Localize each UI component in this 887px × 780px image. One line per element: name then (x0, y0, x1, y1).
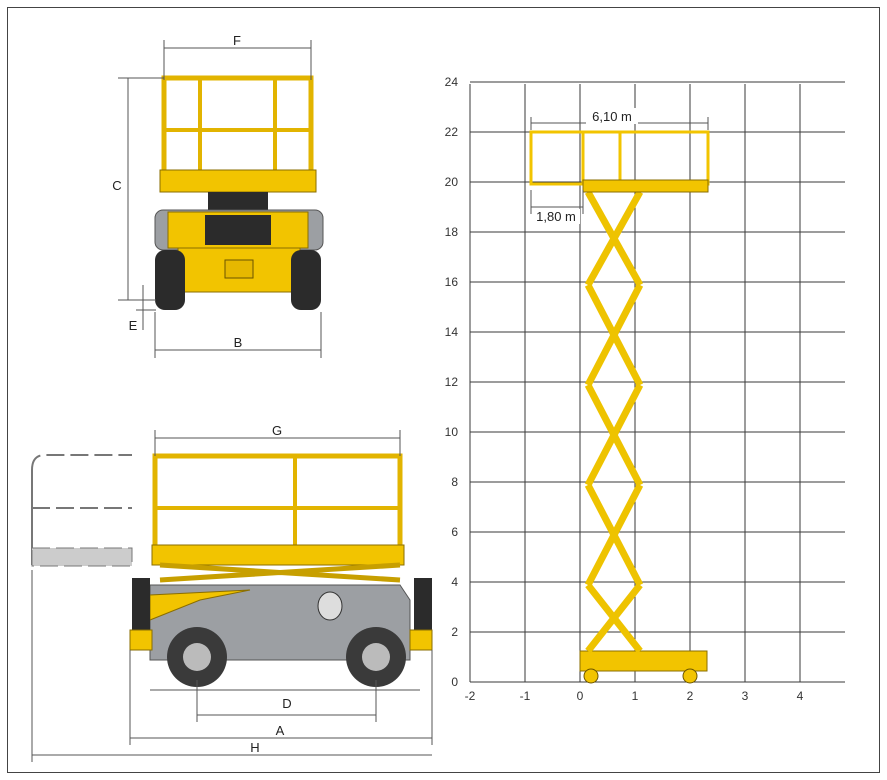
x-tick-label: 2 (687, 689, 694, 703)
y-tick-label: 16 (445, 275, 459, 289)
dim-label-A: A (276, 723, 285, 738)
dim-label-F: F (233, 33, 241, 48)
dim-label-E: E (129, 318, 138, 333)
front-view: F C E B (112, 33, 324, 358)
scissor-arm (584, 483, 644, 587)
x-tick-label: 4 (797, 689, 804, 703)
x-tick-label: 1 (632, 689, 639, 703)
diagram-border (7, 7, 880, 773)
y-tick-label: 0 (451, 675, 458, 689)
y-tick-label: 10 (445, 425, 459, 439)
x-tick-label: -1 (520, 689, 531, 703)
platform-dimension-label: 1,80 m (536, 209, 576, 224)
y-tick-label: 14 (445, 325, 459, 339)
dim-label-G: G (272, 423, 282, 438)
scissor-arm (585, 582, 643, 654)
x-tick-label: 0 (577, 689, 584, 703)
x-tick-label: -2 (465, 689, 476, 703)
dim-label-H: H (250, 740, 259, 755)
y-tick-label: 6 (451, 525, 458, 539)
y-tick-label: 20 (445, 175, 459, 189)
dim-label-C: C (112, 178, 121, 193)
dim-label-D: D (282, 696, 291, 711)
y-tick-label: 22 (445, 125, 459, 139)
x-tick-label: 3 (742, 689, 749, 703)
extension-dimension-label: 6,10 m (592, 109, 632, 124)
side-view: G D A H (31, 423, 433, 762)
y-tick-label: 24 (445, 75, 459, 89)
scissor-arm (584, 383, 644, 487)
y-tick-label: 18 (445, 225, 459, 239)
y-tick-label: 2 (451, 625, 458, 639)
scissor-arm (584, 190, 644, 287)
y-tick-label: 8 (451, 475, 458, 489)
y-tick-label: 12 (445, 375, 459, 389)
dim-label-B: B (234, 335, 243, 350)
y-tick-label: 4 (451, 575, 458, 589)
scissor-arm (584, 283, 644, 387)
